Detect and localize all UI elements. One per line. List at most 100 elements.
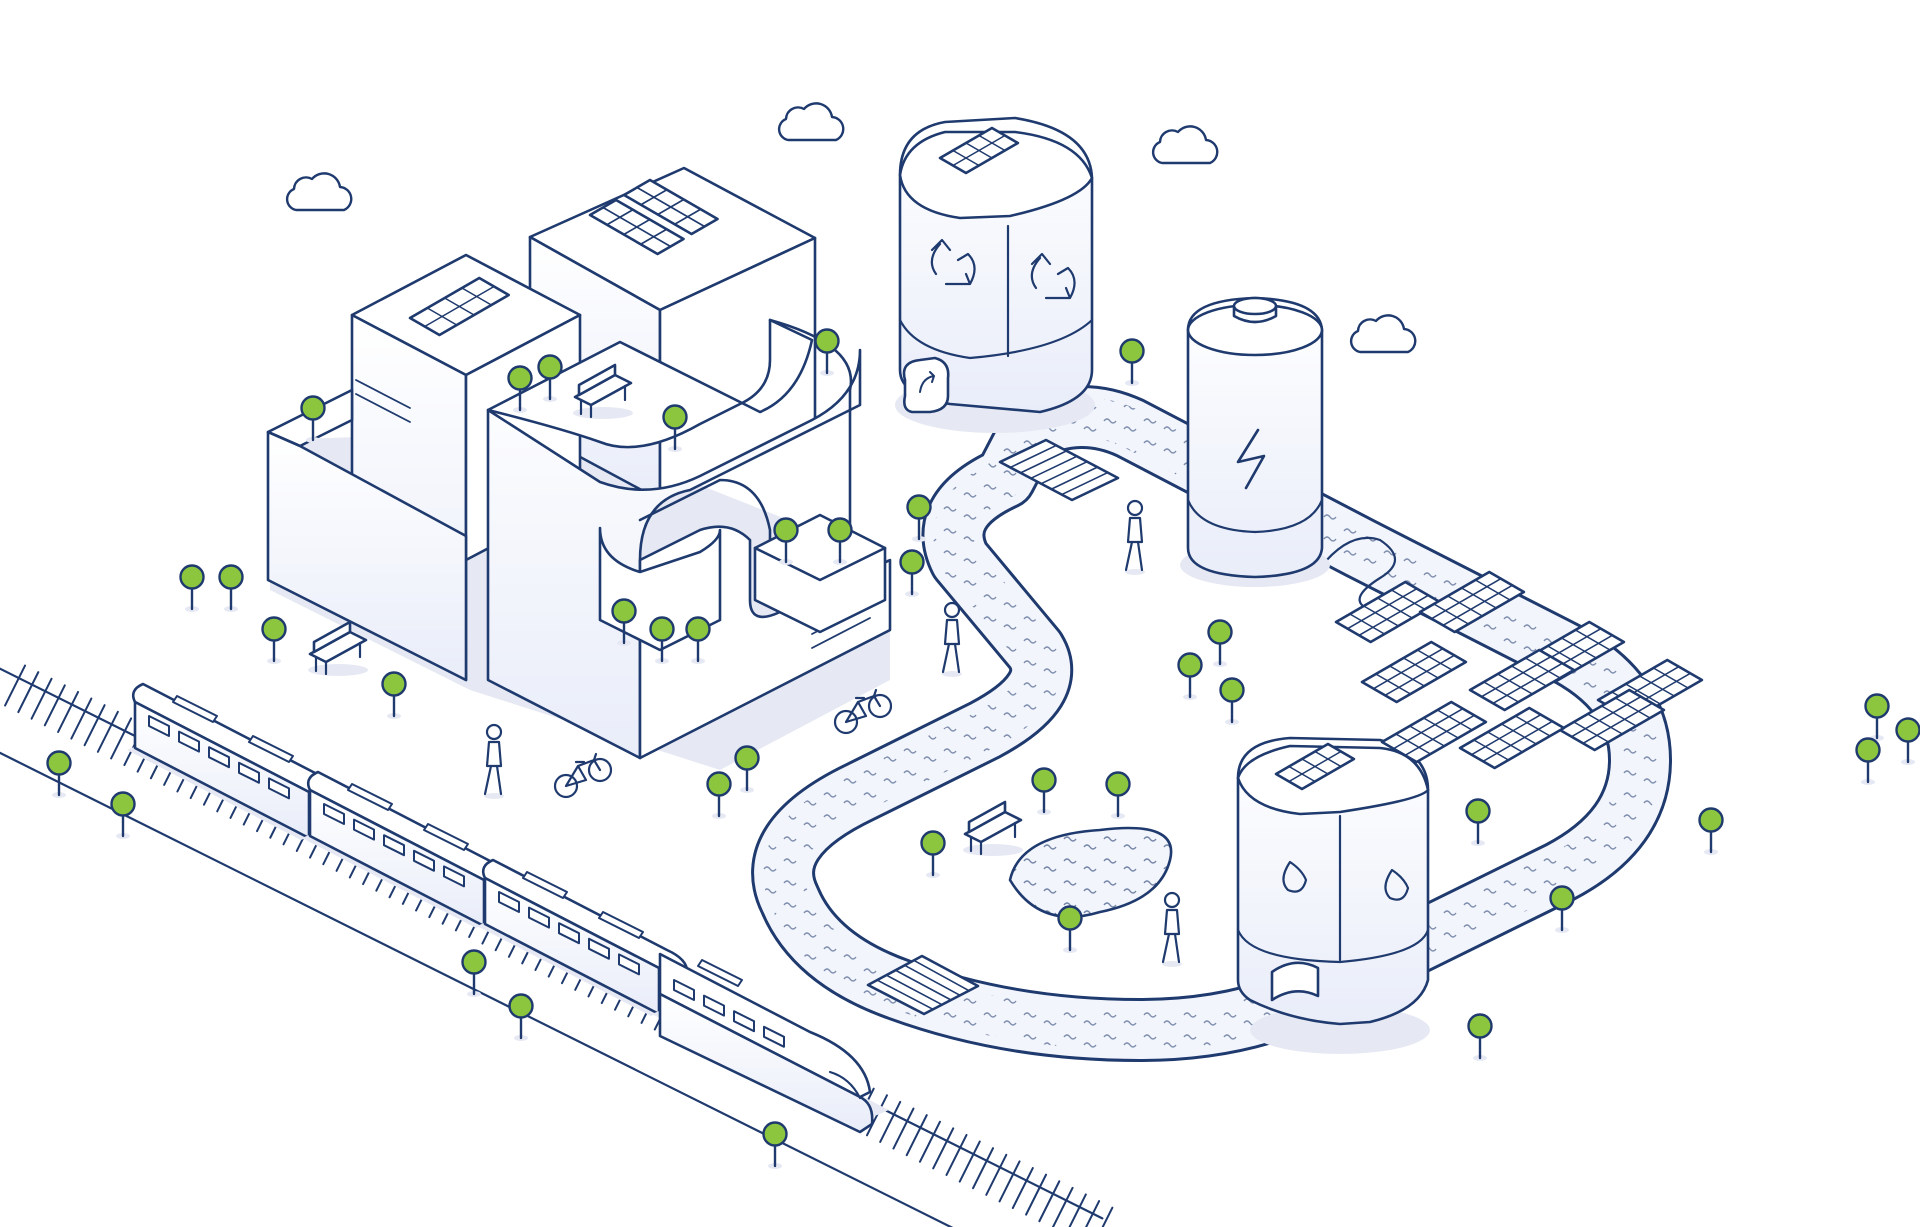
train-roof-vent (172, 695, 218, 723)
tree (1057, 905, 1083, 953)
tower-a-lines (355, 379, 411, 423)
water-tank-solar-panel-grid (1288, 750, 1342, 783)
tree (381, 671, 407, 719)
train-car (477, 858, 689, 1016)
power-cable (1318, 536, 1397, 612)
cloud-icon (285, 172, 353, 212)
tree (110, 791, 136, 839)
ground-solar-panel-grid (1514, 715, 1551, 737)
ground-solar-panel-grid (1473, 739, 1510, 761)
pedestrian-head (485, 723, 503, 741)
ground-solar-panel-grid (1524, 657, 1561, 679)
pedestrian-legs (483, 764, 503, 796)
battery-terminal-top (1232, 296, 1278, 316)
water-tank (1236, 736, 1430, 1054)
ground-solar-panel-grid (1433, 603, 1470, 625)
ground-solar-panel-grid (1358, 594, 1430, 637)
tree-crown (179, 564, 205, 590)
train-roof-vent (522, 871, 568, 899)
tree-crown (1207, 619, 1233, 645)
tree (537, 354, 563, 402)
lightning-icon (1236, 428, 1266, 490)
tank-band (898, 318, 1094, 360)
recycling-tank (895, 116, 1095, 433)
bridge-plank (904, 964, 961, 997)
pedestrian-body (1163, 908, 1181, 936)
train-window (703, 994, 725, 1017)
bridge-plank (1019, 450, 1068, 474)
tree-crown (611, 598, 637, 624)
tree (611, 598, 637, 646)
water-tank-inlet (1270, 961, 1320, 1002)
rail-sleeper (43, 684, 66, 727)
rail-sleeper (1011, 1167, 1034, 1210)
ground-solar-panel-grid (1460, 587, 1497, 609)
rail-sleeper (30, 677, 53, 720)
tree-crown (537, 354, 563, 380)
tree-crown (1895, 717, 1920, 743)
tree-crown (1057, 905, 1083, 931)
roof-solar-panel (622, 178, 719, 236)
ground-solar-panel-grid (1349, 613, 1386, 635)
tank-solar-panel-grid (952, 134, 1006, 167)
tree (685, 616, 711, 664)
ground-solar-panel-grid (1573, 721, 1610, 743)
tree-crown (1698, 807, 1724, 833)
tree-crown (46, 750, 72, 776)
train-nose-window (828, 1070, 862, 1100)
tree (920, 830, 946, 878)
tree (508, 993, 534, 1041)
train-car (127, 682, 339, 840)
train-roof-vent (423, 823, 469, 851)
ground-solar-panel-frame (1360, 640, 1468, 704)
ground-solar-panel-grid (1446, 595, 1484, 617)
rail-sleeper (110, 717, 133, 760)
ground-solar-panel-grid (1375, 673, 1412, 695)
tree (46, 750, 72, 798)
bench (963, 800, 1023, 856)
bridge-north (998, 438, 1120, 502)
tree-crown (461, 949, 487, 975)
bench-shadow (573, 407, 633, 419)
pedestrian (483, 723, 504, 799)
rail-sleeper (879, 1100, 902, 1143)
rail-sleeper (83, 704, 106, 747)
pedestrian-body (485, 740, 503, 768)
tree-crown (814, 328, 840, 354)
tree (1219, 677, 1245, 725)
pipe-arrow (919, 371, 935, 393)
train-window (383, 834, 405, 857)
train-roof (658, 952, 872, 1099)
tree (1119, 338, 1145, 386)
train-window (528, 906, 550, 929)
tree (507, 365, 533, 413)
rail-sleeper (1085, 1200, 1101, 1227)
rail-sleeper (932, 1127, 955, 1170)
tree-crown (734, 745, 760, 771)
tree (1031, 767, 1057, 815)
rail-sleeper (892, 1107, 915, 1150)
bike-wheel (867, 693, 893, 719)
bench-shadow (963, 844, 1023, 856)
train-window (618, 953, 640, 976)
trees-layer (46, 328, 1920, 1169)
train-window (148, 715, 170, 737)
pedestrian-shadow (484, 793, 504, 799)
pedestrian (1161, 891, 1182, 967)
bridge-plank (1050, 466, 1099, 490)
bike-wheel (553, 773, 579, 799)
bridge-plank (1009, 444, 1058, 469)
ground-solar-panel (1458, 706, 1566, 770)
train-roof-vent (697, 959, 743, 987)
ground-solar-panel-grid (1624, 683, 1662, 705)
tree-crown (906, 494, 932, 520)
tree (814, 328, 840, 376)
tree (1105, 771, 1131, 819)
train-window (588, 937, 610, 960)
tree-crown (1855, 737, 1881, 763)
battery-body (1186, 296, 1324, 579)
rail-sleeper (57, 690, 80, 733)
tree-crown (920, 830, 946, 856)
bench-legs (314, 630, 362, 676)
recycle-icon (930, 238, 976, 286)
